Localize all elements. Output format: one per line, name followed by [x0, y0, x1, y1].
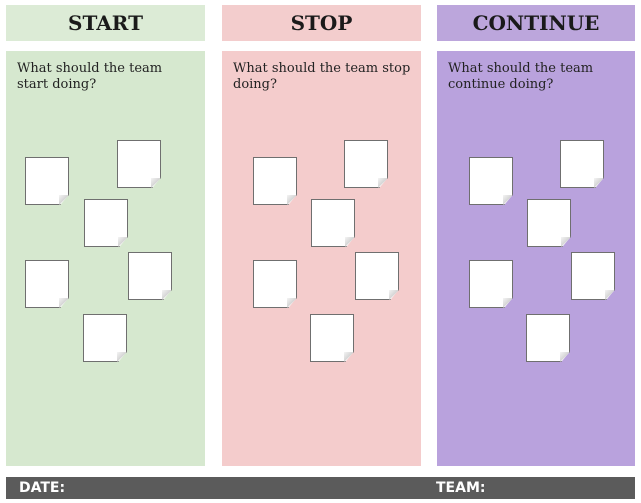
sticky-note[interactable] — [526, 314, 572, 364]
page-curl-icon — [560, 352, 570, 362]
page-curl-icon — [287, 298, 297, 308]
sticky-note[interactable] — [117, 140, 163, 190]
sticky-note[interactable] — [560, 140, 606, 190]
sticky-note[interactable] — [25, 260, 71, 310]
page-curl-icon — [59, 298, 69, 308]
start-column[interactable]: What should the team start doing? — [6, 51, 205, 466]
page-curl-icon — [59, 195, 69, 205]
sticky-note[interactable] — [469, 157, 515, 207]
page-curl-icon — [503, 298, 513, 308]
sticky-note[interactable] — [469, 260, 515, 310]
sticky-note[interactable] — [253, 157, 299, 207]
sticky-note[interactable] — [527, 199, 573, 249]
continue-prompt: What should the team continue doing? — [448, 61, 594, 92]
page-curl-icon — [287, 195, 297, 205]
page-curl-icon — [605, 290, 615, 300]
page-curl-icon — [503, 195, 513, 205]
start-column-header: START — [6, 5, 205, 41]
page-curl-icon — [561, 237, 571, 247]
page-curl-icon — [151, 178, 161, 188]
team-label[interactable]: TEAM: — [436, 480, 486, 496]
sticky-note[interactable] — [355, 252, 401, 302]
stop-column-header: STOP — [222, 5, 421, 41]
sticky-note[interactable] — [344, 140, 390, 190]
sticky-note[interactable] — [253, 260, 299, 310]
page-curl-icon — [594, 178, 604, 188]
sticky-note[interactable] — [311, 199, 357, 249]
sticky-note[interactable] — [84, 199, 130, 249]
continue-column-header: CONTINUE — [437, 5, 635, 41]
page-curl-icon — [118, 237, 128, 247]
footer-bar: DATE: TEAM: — [6, 477, 635, 499]
page-curl-icon — [117, 352, 127, 362]
page-curl-icon — [345, 237, 355, 247]
page-curl-icon — [378, 178, 388, 188]
sticky-note[interactable] — [128, 252, 174, 302]
page-curl-icon — [162, 290, 172, 300]
sticky-note[interactable] — [83, 314, 129, 364]
page-curl-icon — [389, 290, 399, 300]
page-curl-icon — [344, 352, 354, 362]
sticky-note[interactable] — [310, 314, 356, 364]
sticky-note[interactable] — [25, 157, 71, 207]
sticky-note[interactable] — [571, 252, 617, 302]
start-prompt: What should the team start doing? — [17, 61, 163, 92]
date-label[interactable]: DATE: — [19, 480, 66, 496]
stop-prompt: What should the team stop doing? — [233, 61, 411, 92]
